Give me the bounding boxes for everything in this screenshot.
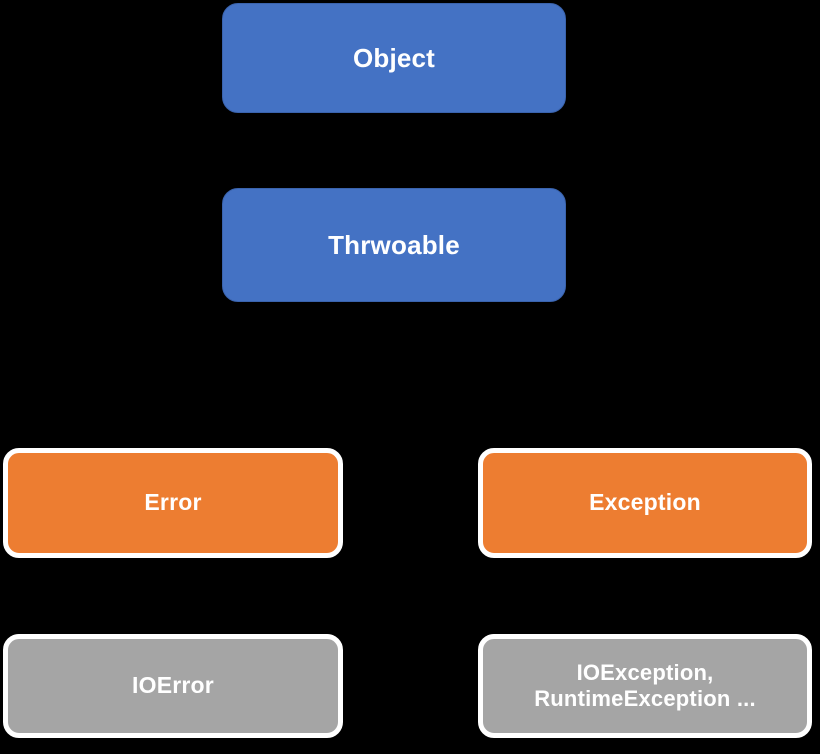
node-subexceptions-label: IOException, RuntimeException ...	[534, 660, 756, 711]
node-exception[interactable]: Exception	[478, 448, 812, 558]
node-object[interactable]: Object	[222, 3, 566, 113]
edge-object-throwable	[393, 112, 395, 190]
node-throwable[interactable]: Thrwoable	[222, 188, 566, 302]
edge-error-ioerror	[171, 557, 173, 635]
node-subexceptions[interactable]: IOException, RuntimeException ...	[478, 634, 812, 738]
node-exception-label: Exception	[589, 489, 701, 516]
node-throwable-label: Thrwoable	[328, 229, 460, 260]
edge-throwable-split	[393, 301, 395, 371]
node-object-label: Object	[352, 42, 436, 73]
edge-throwable-exception	[644, 370, 646, 449]
node-ioerror[interactable]: IOError	[3, 634, 343, 738]
edge-throwable-error	[171, 370, 173, 449]
edge-throwable-branch	[172, 370, 646, 372]
node-ioerror-label: IOError	[132, 672, 214, 699]
node-error[interactable]: Error	[3, 448, 343, 558]
node-error-label: Error	[144, 489, 202, 516]
edge-exception-subexceptions	[644, 557, 646, 635]
